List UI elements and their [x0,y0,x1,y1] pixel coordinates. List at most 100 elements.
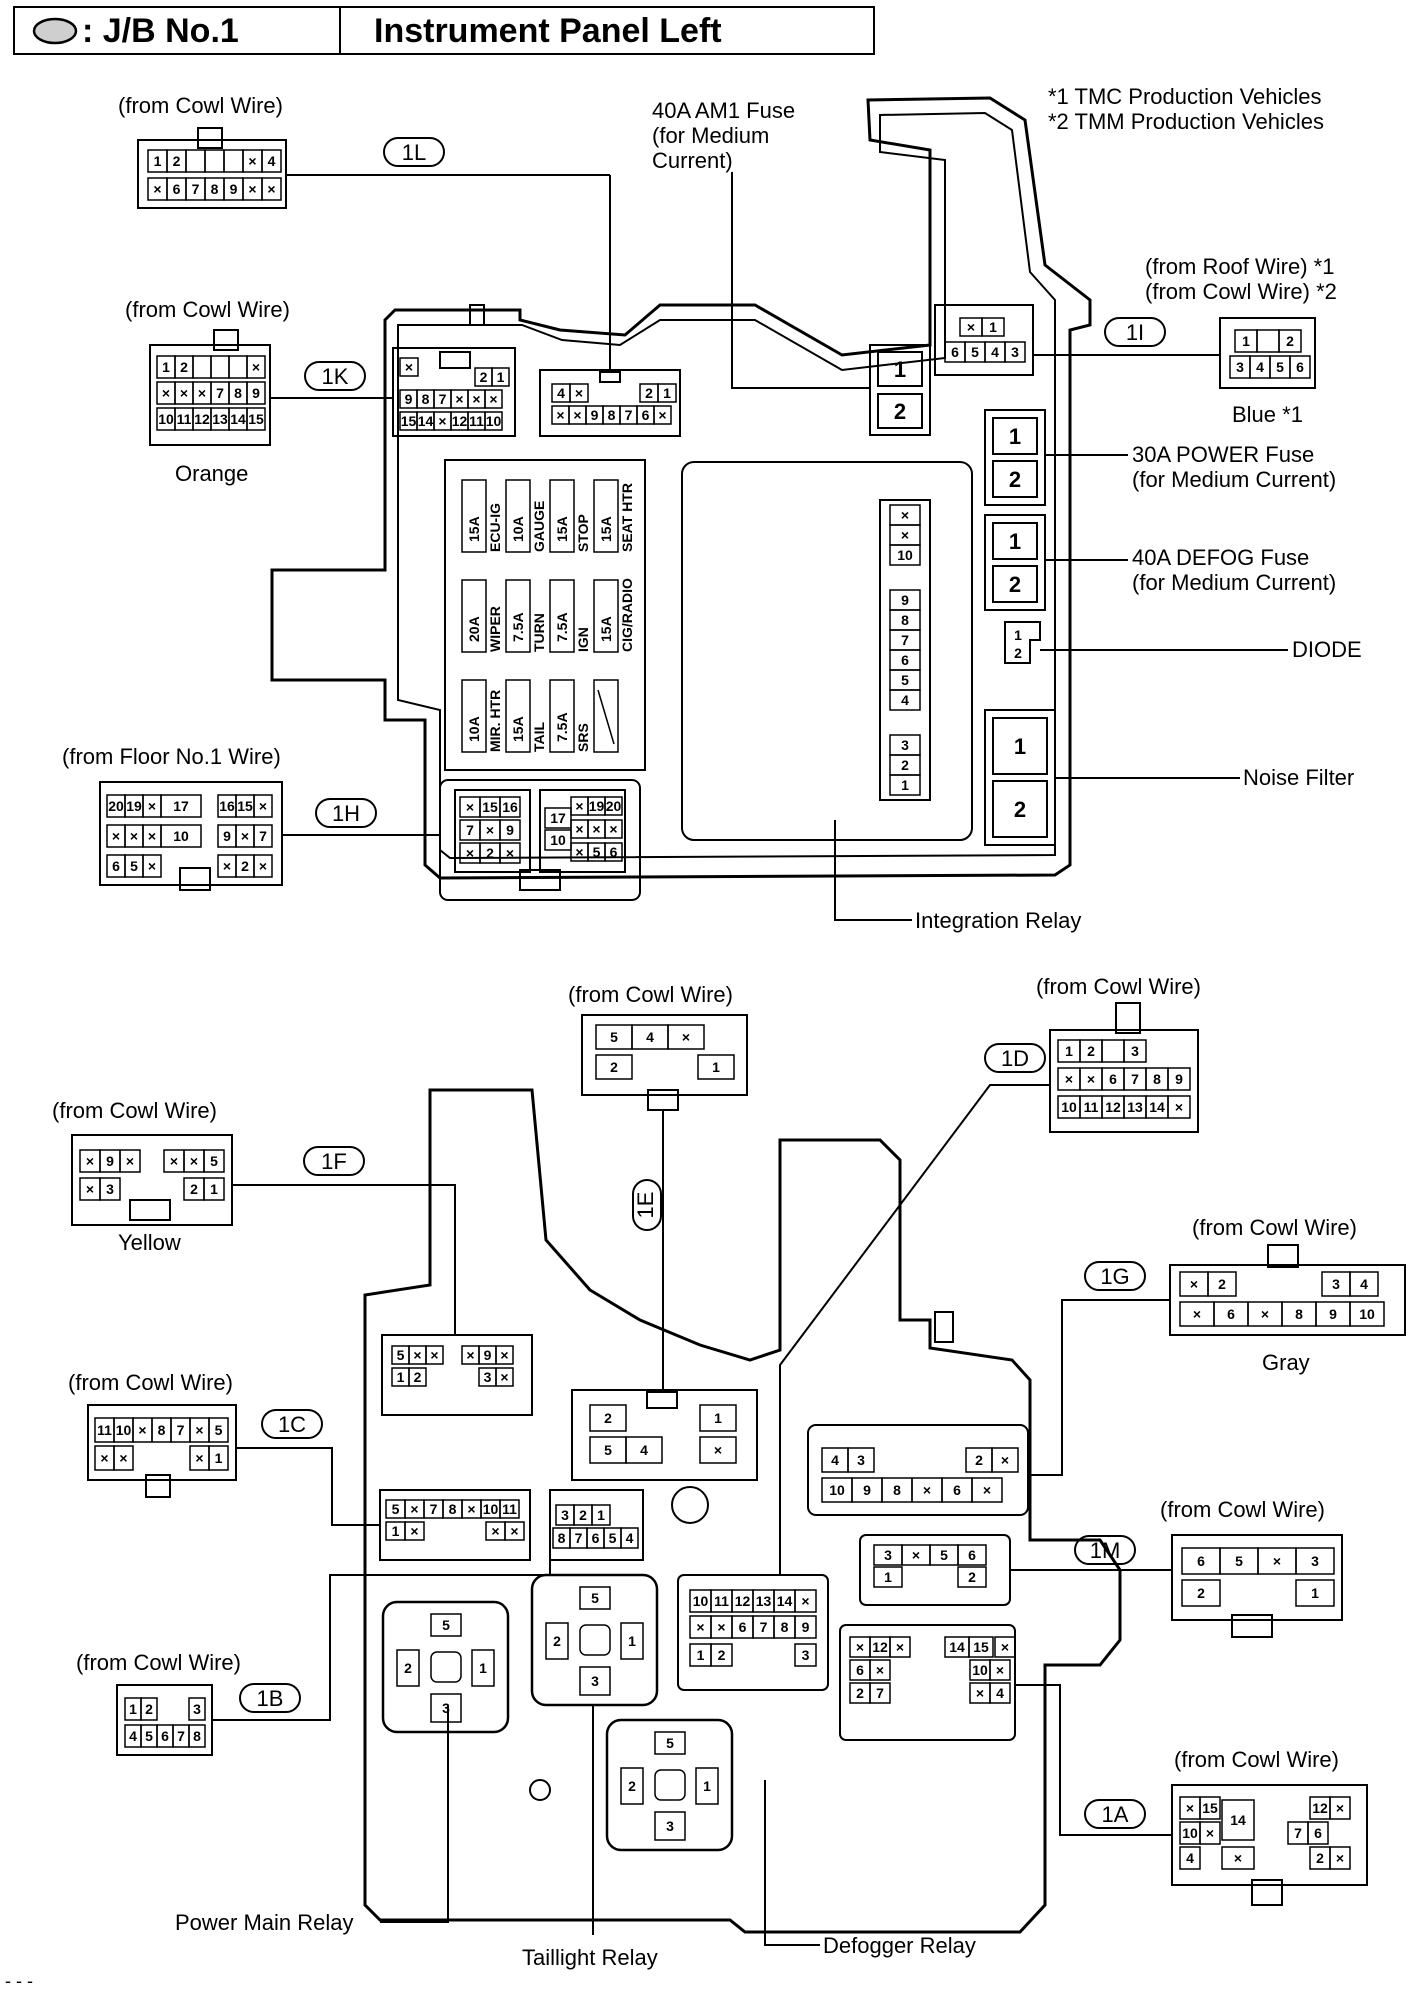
socket-1h-pin-label: × [575,798,583,814]
conn-1f-cavity [99,1177,121,1201]
socket-1g-pin-label: 6 [953,1482,961,1498]
socket-1m-pin-label: 3 [884,1547,892,1563]
socket-1h-cavity [604,819,623,839]
socket-1a-pin-label: 7 [876,1685,884,1701]
conn-1i-pin-label: 5 [1276,359,1284,375]
socket-1d-pin-label: 1 [697,1647,705,1663]
fuse-name: CIG/RADIO [619,578,635,652]
socket-1c-pin-label: 10 [483,1501,499,1517]
socket-1h-pin-label: 5 [593,844,601,860]
defog-label-1: 40A DEFOG Fuse [1132,545,1309,570]
fuse-amperage: 15A [598,516,614,542]
noise-filter-cavity-1 [992,717,1048,775]
socket-1k-pin-label: 7 [439,391,447,407]
integration-relay-cavity [889,689,921,711]
am1-fuse-cavity-2 [877,393,923,429]
socket-1a-pin-label: 15 [973,1639,989,1655]
integration-relay-label: Integration Relay [915,908,1081,933]
taillight-relay-terminal-label: 5 [591,1590,599,1606]
conn-1e-pin-label: 4 [646,1029,654,1045]
socket-1g-pin-label: 2 [975,1452,983,1468]
socket-1k-pin-label: 12 [452,413,468,429]
socket-1h-latch [519,869,561,891]
conn-1d-pin-label: 12 [1105,1099,1121,1115]
socket-1d-pin-label: 8 [781,1619,789,1635]
conn-1a-pin-label: × [1336,1850,1344,1866]
diode-label: DIODE [1292,637,1362,662]
tag-1h-badge [315,798,377,828]
conn-1h-pin-label: 9 [223,828,231,844]
taillight-relay-terminal-label: 3 [591,1673,599,1689]
socket-1m-pin-label: 2 [968,1569,976,1585]
socket-1c-pin-label: × [510,1523,518,1539]
socket-1b [549,1489,644,1561]
power-main-relay-label: Power Main Relay [175,1910,354,1935]
conn-1k-pin-label: 12 [194,411,210,427]
conn-1b-pin-label: 3 [193,1701,201,1717]
socket-1m-pin-label: 1 [884,1569,892,1585]
fuse-name: STOP [575,514,591,552]
conn-1h-pin-label: 17 [173,798,189,814]
conn-1k-pin-label: × [180,385,188,401]
socket-1f-pin-label: × [500,1369,508,1385]
conn-1f-cavity [203,1177,225,1201]
integration-relay-pin-label: 2 [901,757,909,773]
socket-1m-cavity [957,1566,987,1588]
conn-1m-source: (from Cowl Wire) [1160,1497,1325,1522]
socket-1b-pin-label: 8 [558,1530,566,1546]
conn-1e-cavity [667,1024,705,1050]
conn-1i-source-2: (from Cowl Wire) *2 [1145,279,1337,304]
conn-1g-pin-label: 4 [1360,1276,1368,1292]
socket-1l-cavity [569,383,589,403]
conn-1k-pin-label: 1 [162,359,170,375]
conn-1d-latch [1115,1002,1141,1034]
socket-1a-cavity [968,1636,994,1658]
conn-1h-pin-label: × [148,798,156,814]
conn-1f-color: Yellow [118,1230,181,1255]
conn-1l-source: (from Cowl Wire) [118,93,283,118]
conn-1i-pin-label: 3 [1236,359,1244,375]
fuse-slot [505,679,531,753]
defog-fuse-cavity-1 [992,522,1038,560]
fuse-slot [549,479,575,553]
conn-1c-cavity [208,1417,229,1443]
leader-1a [1015,1684,1172,1836]
socket-1h-pin-label: 7 [466,822,474,838]
socket-1c-pin-label: 11 [502,1501,517,1517]
socket-1h-right [539,789,626,873]
conn-1a-latch [1251,1879,1283,1906]
conn-1c-latch [145,1474,171,1498]
conn-1k [149,344,271,446]
socket-1h-cavity [604,796,623,816]
conn-1h-pin-label: × [259,798,267,814]
conn-1d-pin-label: 6 [1109,1071,1117,1087]
socket-1i [934,304,1034,376]
socket-1f-pin-label: × [500,1347,508,1363]
socket-1f-cavity [425,1345,444,1365]
integration-relay-pin-label: 7 [901,632,909,648]
conn-1k-cavity [210,355,230,379]
tag-1g: 1G [1100,1264,1129,1289]
conn-1a-cavity [1307,1821,1329,1845]
defogger-relay-center [654,1769,686,1801]
conn-1h-pin-label: 7 [259,828,267,844]
socket-1h-cavity [544,829,572,851]
conn-1h-source: (from Floor No.1 Wire) [62,744,281,769]
conn-1l-cavity [261,177,282,201]
conn-1f-latch [129,1199,171,1221]
conn-1c-pin-label: 1 [215,1450,223,1466]
socket-1h-pin-label: × [592,821,600,837]
conn-1d-pin-label: 10 [1061,1099,1077,1115]
socket-1g-pin-label: 9 [863,1482,871,1498]
fuse-slot [549,579,575,653]
integration-relay-pin-label: × [901,527,909,543]
leader-1d [779,1084,1050,1575]
socket-1k-pin-label: 15 [401,413,417,429]
tag-1l: 1L [402,140,426,165]
socket-1e-pin-label: × [714,1442,722,1458]
socket-1i-pin-label: 1 [989,319,997,335]
conn-1l-pin-label: × [248,181,256,197]
conn-1c-cavity [113,1445,134,1471]
